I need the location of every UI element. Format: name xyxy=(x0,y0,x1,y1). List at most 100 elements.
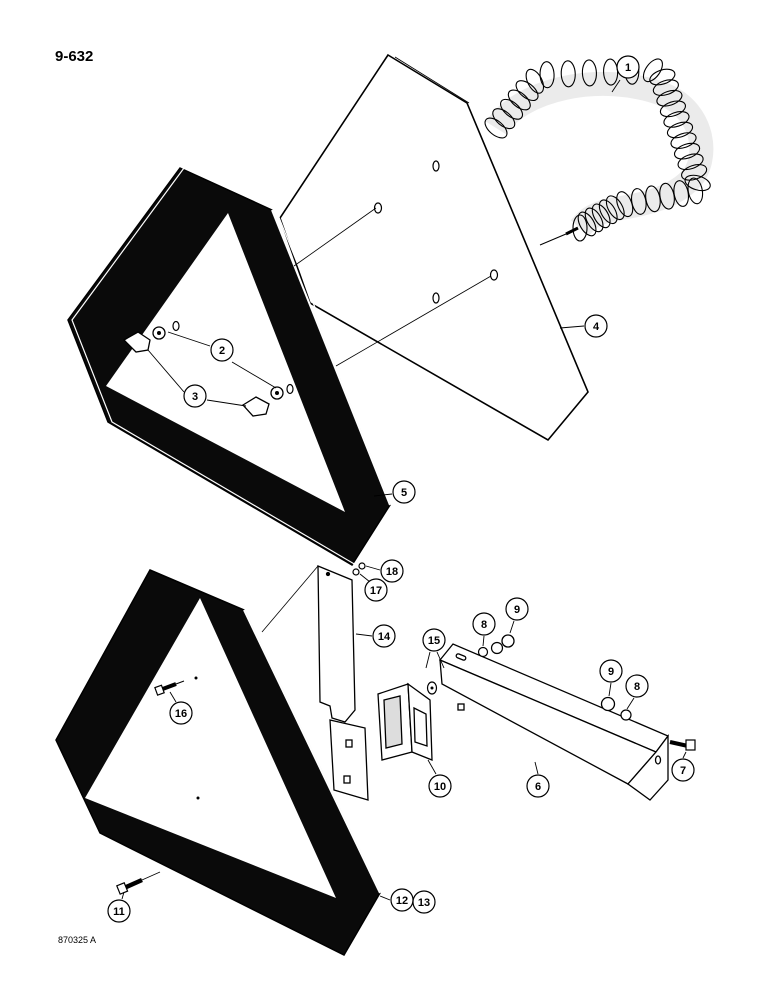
callout-leader-line xyxy=(559,325,585,329)
callout-circle xyxy=(422,628,446,652)
callout-number: 11 xyxy=(113,906,125,918)
callout-circle xyxy=(671,758,695,782)
alignment-lines xyxy=(293,207,492,367)
callout-number: 14 xyxy=(378,631,391,643)
callout-circle xyxy=(505,597,529,621)
hinge-bracket-10 xyxy=(377,682,433,761)
callout-c2: 2 xyxy=(167,331,277,389)
coil-loop xyxy=(673,142,701,160)
coil-loop xyxy=(652,79,679,97)
callout-circle xyxy=(625,674,649,698)
callout-circle xyxy=(107,899,131,923)
callout-circle xyxy=(526,774,550,798)
coil-loop xyxy=(598,199,618,225)
callout-circle xyxy=(169,701,193,725)
figure-code: 870325 A xyxy=(58,935,97,945)
callout-number: 3 xyxy=(192,391,198,403)
callout-number: 9 xyxy=(608,666,614,678)
callout-leader-line xyxy=(509,620,515,634)
callout-leader-line xyxy=(167,331,211,347)
callout-leader-line xyxy=(682,751,687,759)
callout-c12: 12 xyxy=(379,888,414,912)
coil-loop xyxy=(642,58,663,83)
coil-loop xyxy=(484,117,508,139)
callout-c18: 18 xyxy=(365,559,404,583)
lower-smv-emblem xyxy=(55,569,381,956)
hardware-8-9-right xyxy=(600,696,632,721)
callout-number: 1 xyxy=(625,62,631,74)
callout-leader-line xyxy=(626,697,635,710)
coil-loop xyxy=(577,211,597,237)
callout-circle xyxy=(364,578,388,602)
bracket-14 xyxy=(261,565,369,801)
callout-circle xyxy=(616,55,640,79)
coil-loop xyxy=(591,203,611,229)
callout-number: 4 xyxy=(593,321,600,333)
coil-loop xyxy=(500,98,524,120)
callout-c8b: 8 xyxy=(625,674,649,710)
bolt-16 xyxy=(154,680,185,696)
coil-loop xyxy=(515,80,539,102)
callout-number: 9 xyxy=(514,604,520,616)
callout-c10: 10 xyxy=(427,759,452,798)
coil-loop xyxy=(663,111,690,128)
callout-number: 16 xyxy=(175,708,187,720)
callout-c15: 15 xyxy=(422,628,446,669)
angle-bracket-6 xyxy=(438,643,670,801)
callout-number: 7 xyxy=(680,765,686,777)
callout-c16: 16 xyxy=(169,691,193,725)
callout-leader-line xyxy=(359,573,371,583)
callout-c13: 13 xyxy=(412,890,436,914)
coil-loop xyxy=(656,89,683,107)
callout-number: 2 xyxy=(219,345,225,357)
coil-loop xyxy=(581,59,597,87)
callout-circle xyxy=(599,659,623,683)
callout-leader-line xyxy=(206,399,247,407)
callout-c8a: 8 xyxy=(472,612,496,647)
callout-number: 8 xyxy=(634,681,640,693)
callout-c7: 7 xyxy=(671,751,695,782)
callout-c1: 1 xyxy=(611,55,640,93)
callout-circle xyxy=(183,384,207,408)
callout-leader-line xyxy=(427,759,437,775)
mounting-plate xyxy=(279,53,589,442)
callout-circle xyxy=(472,612,496,636)
coil-loop xyxy=(525,68,545,94)
coil-loop xyxy=(572,214,588,242)
callout-circle xyxy=(412,890,436,914)
page-number: 9-632 xyxy=(55,48,94,65)
callout-c5: 5 xyxy=(373,480,416,504)
callout-leader-line xyxy=(169,691,177,703)
coil-loop xyxy=(492,108,516,130)
callout-circle xyxy=(372,624,396,648)
callout-leader-line xyxy=(147,349,185,393)
coil-loop xyxy=(677,153,704,171)
callout-number: 15 xyxy=(428,635,440,647)
upper-smv-emblem xyxy=(67,167,395,567)
callout-number: 6 xyxy=(535,781,541,793)
coil-loop xyxy=(605,195,625,221)
coil-loop xyxy=(539,61,555,89)
wing-nut-upper xyxy=(122,320,180,353)
callout-leader-line xyxy=(482,635,485,647)
callout-c14: 14 xyxy=(355,624,396,648)
coil-loop xyxy=(507,89,531,111)
coil-loop xyxy=(659,100,687,118)
callout-number: 18 xyxy=(386,566,398,578)
callout-number: 13 xyxy=(418,897,430,909)
callout-c4: 4 xyxy=(559,314,608,338)
callout-c9a: 9 xyxy=(505,597,529,634)
callout-circle xyxy=(428,774,452,798)
coil-loop xyxy=(616,191,634,218)
coil-loop xyxy=(560,60,576,88)
bolt-7 xyxy=(669,739,696,751)
coil-loop xyxy=(684,174,711,192)
callout-leader-line xyxy=(373,493,393,497)
bolt-11 xyxy=(116,871,161,895)
callout-c3: 3 xyxy=(147,349,247,408)
callout-leader-line xyxy=(365,565,381,571)
callout-leader-line xyxy=(231,361,277,389)
callout-leader-line xyxy=(611,79,621,93)
callout-leader-line xyxy=(534,761,539,775)
